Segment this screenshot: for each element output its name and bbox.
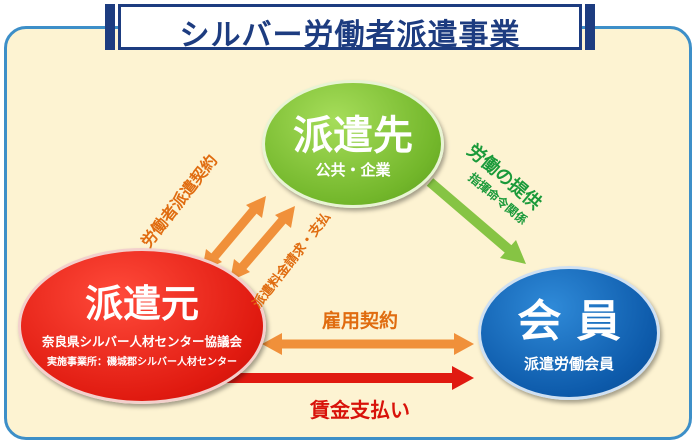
member-sub: 派遣労働会員 <box>523 355 614 373</box>
labor-provision-arrow <box>426 178 526 264</box>
employment-contract-label: 雇用契約 <box>322 310 399 332</box>
member-node: 会 員 派遣労働会員 <box>478 266 660 400</box>
dispatcher-node: 派遣元 奈良県シルバー人材センター協議会 実施事業所：磯城郡シルバー人材センター <box>18 248 266 404</box>
dispatcher-sub1: 奈良県シルバー人材センター協議会 <box>41 334 242 349</box>
wage-payment-label: 賃金支払い <box>310 398 410 422</box>
dispatcher-sub2: 実施事業所：磯城郡シルバー人材センター <box>47 357 237 368</box>
client-node: 派遣先 公共・企業 <box>262 80 444 208</box>
title-banner: シルバー労働者派遣事業 <box>105 4 595 53</box>
client-name: 派遣先 <box>293 113 413 159</box>
page-title: シルバー労働者派遣事業 <box>179 18 521 53</box>
client-sub: 公共・企業 <box>315 161 391 179</box>
member-name: 会 員 <box>517 296 621 347</box>
dispatcher-name: 派遣元 <box>84 282 199 326</box>
employment-contract-arrow <box>262 333 474 355</box>
wage-payment-arrow <box>226 366 474 390</box>
